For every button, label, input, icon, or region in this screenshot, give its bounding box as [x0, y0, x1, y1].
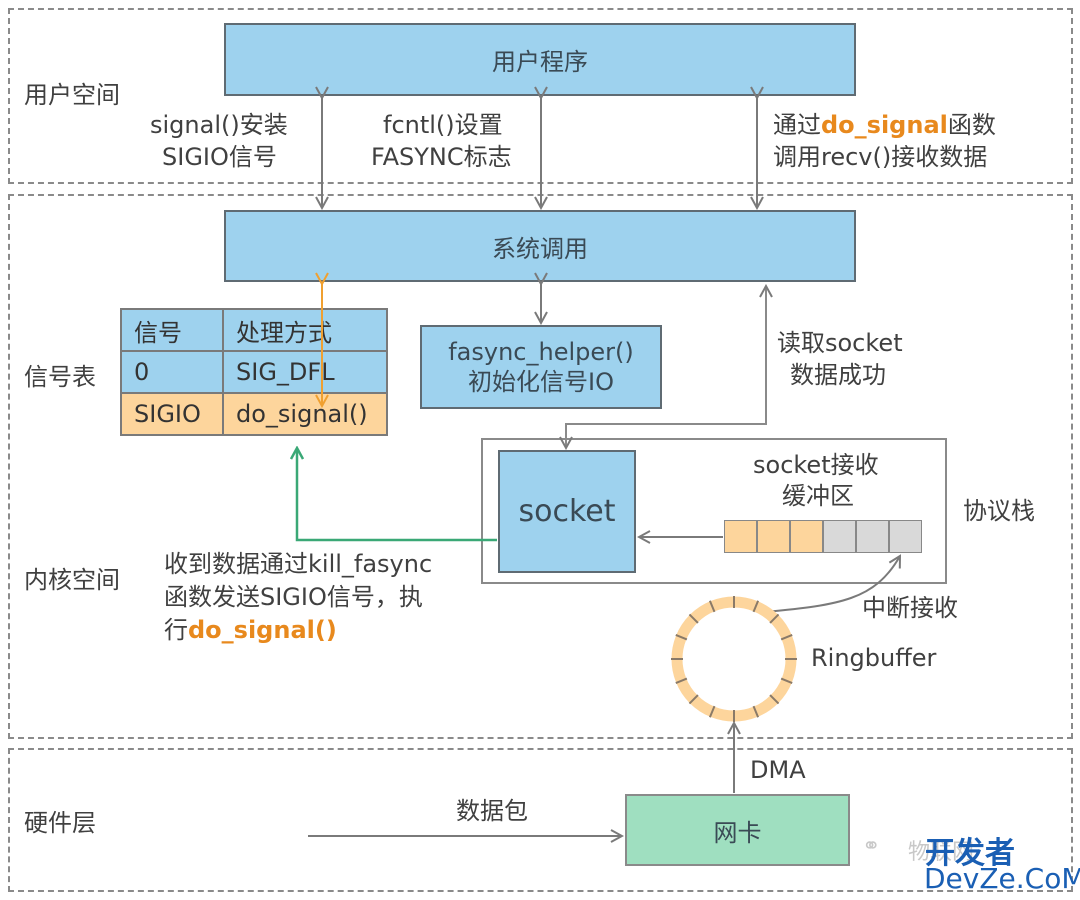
- handler-cell: do_signal(): [222, 392, 388, 436]
- kill-fasync-label-2: 函数发送SIGIO信号，执: [164, 583, 423, 611]
- header-signal: 信号: [120, 308, 224, 352]
- dma-label: DMA: [750, 756, 806, 784]
- arrow-interrupt: [764, 556, 900, 613]
- syscall-label: 系统调用: [492, 234, 588, 263]
- fcntl-label-2: FASYNC标志: [371, 143, 512, 171]
- ringbuffer-slot-tick: [780, 633, 793, 641]
- read-socket-label-2: 数据成功: [790, 361, 886, 389]
- ringbuffer-label: Ringbuffer: [811, 644, 937, 672]
- do-signal-pre: 通过: [773, 111, 821, 139]
- ringbuffer-slot-tick: [780, 677, 793, 685]
- protocol-stack-frame: [481, 438, 947, 584]
- signal-install-label-2: SIGIO信号: [162, 143, 277, 171]
- ringbuffer-slot-tick: [708, 600, 716, 613]
- kill-fasync-label-1: 收到数据通过kill_fasync: [164, 550, 433, 578]
- ringbuffer-slot-tick: [675, 677, 688, 685]
- fcntl-label-1: fcntl()设置: [383, 111, 503, 139]
- table-row: SIGIO do_signal(): [120, 392, 388, 436]
- handler-cell: SIG_DFL: [222, 350, 388, 394]
- interrupt-label: 中断接收: [862, 594, 958, 622]
- arrow-read-socket: [565, 286, 766, 448]
- ringbuffer-slot-tick: [675, 633, 688, 641]
- ringbuffer-slot-tick: [688, 694, 699, 705]
- nic-label: 网卡: [713, 818, 762, 847]
- signal-install-label-1: signal()安装: [150, 111, 288, 139]
- fasync-helper-box: fasync_helper() 初始化信号IO: [420, 325, 662, 409]
- fasync-helper-desc: 初始化信号IO: [468, 368, 614, 396]
- read-socket-label-1: 读取socket: [777, 329, 903, 357]
- recv-buffer-label-2: 缓冲区: [782, 482, 854, 510]
- recv-buffer-label-1: socket接收: [753, 451, 879, 479]
- signal-table-label: 信号表: [24, 363, 96, 391]
- arrow-kill-fasync: [297, 448, 497, 542]
- watermark-faint-text: 物联网: [908, 840, 975, 865]
- kernel-space-label: 内核空间: [24, 566, 120, 594]
- signal-table: 信号 处理方式 0 SIG_DFL SIGIO do_signal(): [120, 308, 388, 436]
- user-space-label: 用户空间: [24, 81, 120, 109]
- buffer-cell-filled: [757, 520, 790, 553]
- table-row: 0 SIG_DFL: [120, 350, 388, 394]
- ringbuffer-slot-tick: [688, 613, 699, 624]
- hardware-label: 硬件层: [24, 809, 96, 837]
- kill-fasync-highlight: do_signal(): [188, 616, 337, 644]
- buffer-cell-empty: [823, 520, 856, 553]
- ringbuffer-slot-tick: [752, 705, 760, 718]
- buffer-cell-empty: [856, 520, 889, 553]
- socket-box: socket: [498, 450, 636, 573]
- packet-label: 数据包: [456, 797, 528, 825]
- user-program-label: 用户程序: [492, 48, 588, 76]
- watermark-brand-en: DevZe.CoM: [924, 862, 1080, 895]
- buffer-cell-empty: [889, 520, 922, 553]
- watermark-brand-cn: 开发者: [925, 836, 1015, 871]
- buffer-cell-filled: [790, 520, 823, 553]
- signal-cell: SIGIO: [120, 392, 224, 436]
- user-program-box: 用户程序: [224, 23, 856, 96]
- buffer-cell-filled: [724, 520, 757, 553]
- fasync-helper-label: fasync_helper(): [448, 338, 634, 366]
- ringbuffer-slot-tick: [708, 705, 716, 718]
- do-signal-highlight: do_signal: [821, 111, 948, 139]
- recv-label: 调用recv()接收数据: [773, 143, 988, 171]
- ringbuffer-slot-tick: [769, 694, 780, 705]
- ringbuffer-slot-tick: [752, 600, 760, 613]
- syscall-box: 系统调用: [224, 210, 856, 282]
- nic-box: 网卡: [625, 794, 850, 866]
- ringbuffer-slot-tick: [769, 613, 780, 624]
- watermark-wechat-icon: ⚭: [862, 834, 881, 859]
- kill-fasync-pre: 行: [164, 616, 188, 644]
- ringbuffer-ring: [671, 596, 797, 722]
- hardware-zone: [8, 748, 1073, 892]
- kill-fasync-label-3: 行do_signal(): [164, 615, 337, 646]
- socket-label: socket: [518, 494, 616, 529]
- do-signal-post: 函数: [947, 111, 996, 139]
- do-signal-label-1: 通过do_signal函数: [773, 110, 996, 141]
- signal-cell: 0: [120, 350, 224, 394]
- protocol-stack-label: 协议栈: [963, 497, 1035, 525]
